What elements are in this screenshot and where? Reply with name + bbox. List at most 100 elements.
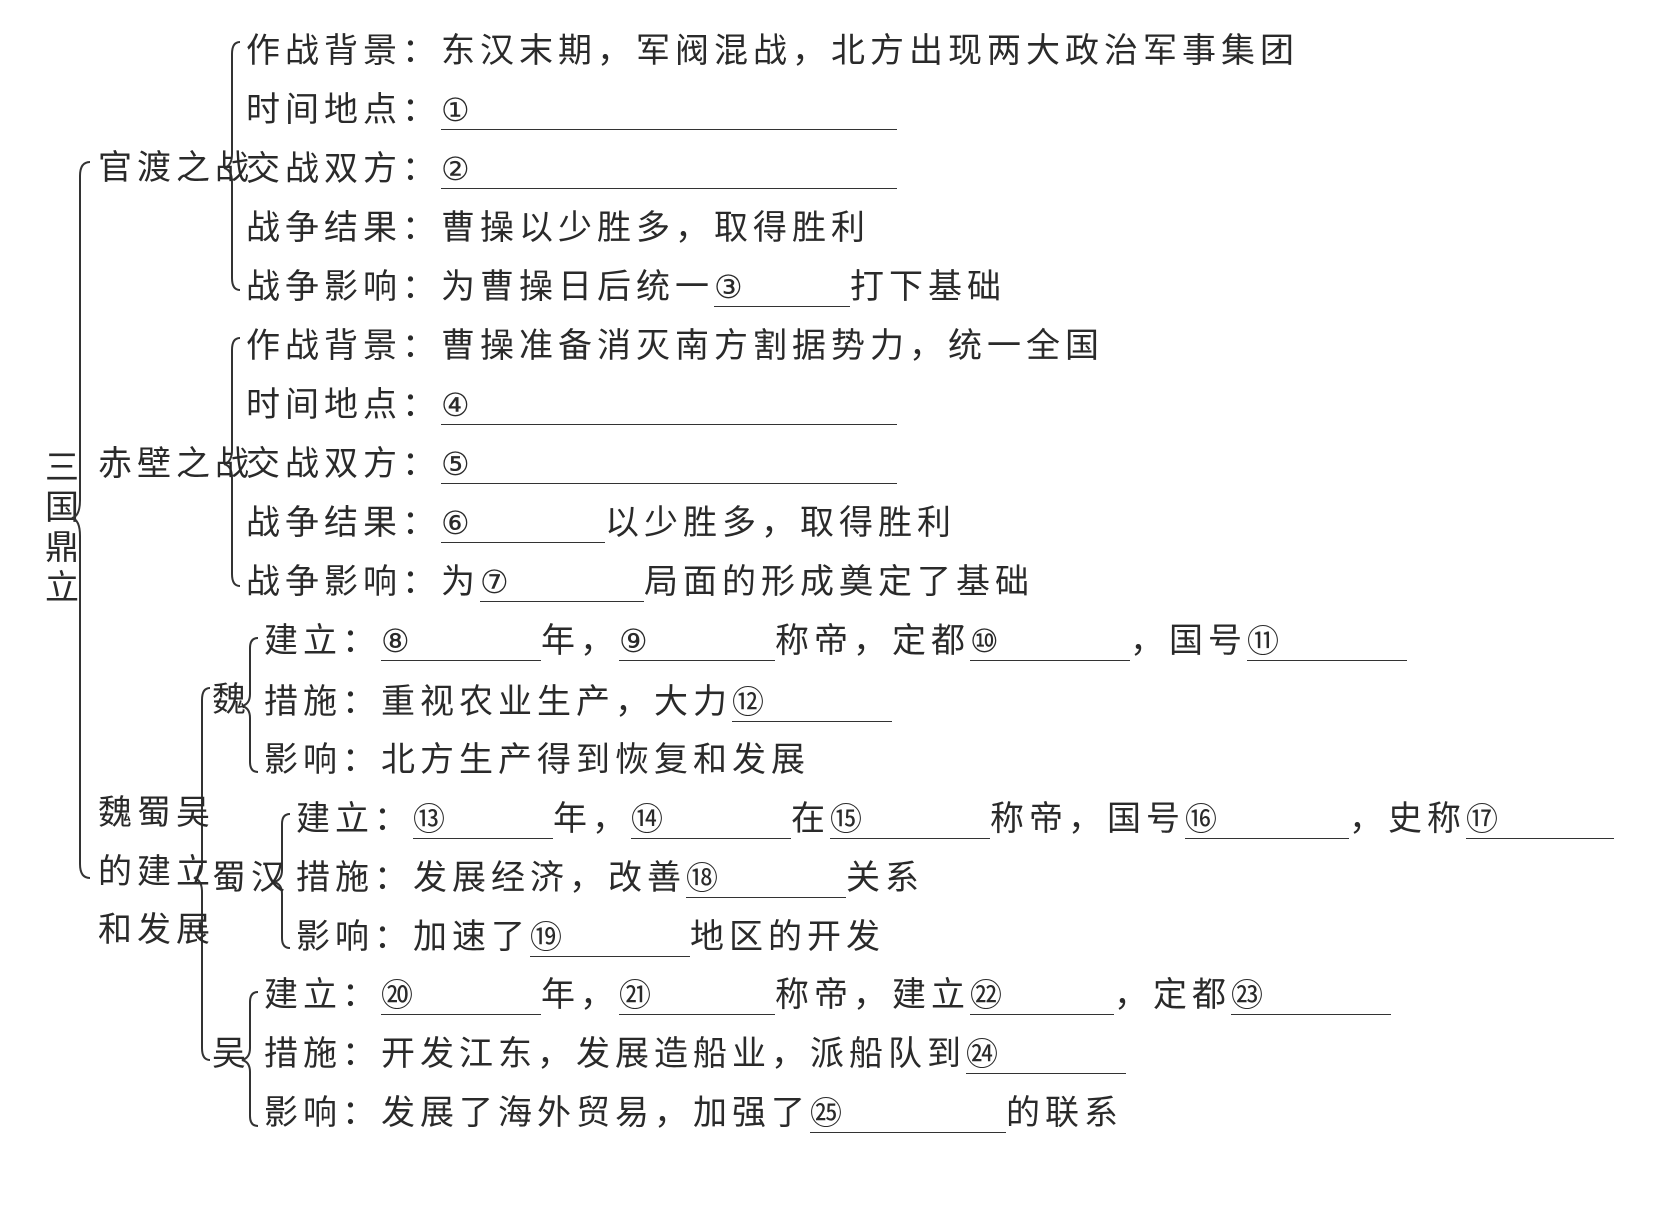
chibi-brace <box>223 337 241 587</box>
blank-3[interactable]: ③ <box>714 267 850 307</box>
blank-number: ⑱ <box>686 859 719 897</box>
wu-measure-row: 措施：开发江东，发展造船业，派船队到㉔ <box>264 1034 1126 1074</box>
blank-24[interactable]: ㉔ <box>966 1034 1126 1074</box>
blank-number: ⑯ <box>1185 800 1218 838</box>
chibi-background-row: 作战背景：曹操准备消灭南方割据势力，统一全国 <box>246 326 1104 366</box>
chibi-impact-post: 局面的形成奠定了基础 <box>644 562 1034 602</box>
blank-number: ⑲ <box>530 918 563 956</box>
blank-10[interactable]: ⑩ <box>970 621 1130 661</box>
guandu-brace <box>223 41 241 291</box>
blank-17[interactable]: ⑰ <box>1466 799 1614 839</box>
guandu-sides-row: 交战双方：② <box>246 149 897 189</box>
blank-19[interactable]: ⑲ <box>530 917 690 957</box>
shu-shicheng: ，史称 <box>1349 799 1466 839</box>
wei-measure-label: 措施： <box>264 682 381 722</box>
chibi-result-post: 以少胜多，取得胜利 <box>605 503 956 543</box>
root-brace <box>71 161 91 879</box>
blank-number: ⑳ <box>381 976 414 1014</box>
blank-15[interactable]: ⑮ <box>830 799 990 839</box>
blank-number: ① <box>441 91 470 129</box>
blank-number: ㉒ <box>970 976 1003 1014</box>
wu-year: 年， <box>541 975 619 1015</box>
chibi-impact-pre: 为 <box>441 562 480 602</box>
blank-18[interactable]: ⑱ <box>686 858 846 898</box>
blank-number: ㉕ <box>810 1094 843 1132</box>
guandu-result-label: 战争结果： <box>246 208 441 248</box>
wei-brace <box>241 637 259 773</box>
blank-8[interactable]: ⑧ <box>381 621 541 661</box>
wu-brace <box>241 991 259 1127</box>
wsw-title-line-3: 和发展 <box>98 910 215 950</box>
wei-measure-pre: 重视农业生产，大力 <box>381 682 732 722</box>
shu-name: 蜀汉 <box>212 858 290 898</box>
wu-dingdu: ，定都 <box>1114 975 1231 1015</box>
blank-25[interactable]: ㉕ <box>810 1093 1006 1133</box>
blank-7[interactable]: ⑦ <box>480 562 644 602</box>
blank-22[interactable]: ㉒ <box>970 975 1114 1015</box>
chibi-time-label: 时间地点： <box>246 385 441 425</box>
blank-16[interactable]: ⑯ <box>1185 799 1349 839</box>
shu-impact-pre: 加速了 <box>413 917 530 957</box>
blank-14[interactable]: ⑭ <box>631 799 791 839</box>
wu-measure-pre: 开发江东，发展造船业，派船队到 <box>381 1034 966 1074</box>
shu-year: 年， <box>553 799 631 839</box>
blank-number: ③ <box>714 268 743 306</box>
blank-21[interactable]: ㉑ <box>619 975 775 1015</box>
blank-20[interactable]: ⑳ <box>381 975 541 1015</box>
shu-impact-post: 地区的开发 <box>690 917 885 957</box>
wu-measure-label: 措施： <box>264 1034 381 1074</box>
blank-1[interactable]: ① <box>441 90 897 130</box>
blank-12[interactable]: ⑫ <box>732 682 892 722</box>
blank-number: ⑥ <box>441 504 470 542</box>
blank-4[interactable]: ④ <box>441 385 897 425</box>
wei-comma: ， <box>1130 621 1169 661</box>
blank-number: ⑭ <box>631 800 664 838</box>
blank-number: ⑤ <box>441 445 470 483</box>
shu-zai: 在 <box>791 799 830 839</box>
blank-number: ⑧ <box>381 622 410 660</box>
wu-name: 吴 <box>212 1034 251 1074</box>
shu-establish-label: 建立： <box>296 799 413 839</box>
chibi-sides-label: 交战双方： <box>246 444 441 484</box>
guandu-time-label: 时间地点： <box>246 90 441 130</box>
blank-9[interactable]: ⑨ <box>619 621 775 661</box>
wei-impact-text: 北方生产得到恢复和发展 <box>381 740 810 780</box>
chibi-background-label: 作战背景： <box>246 326 441 366</box>
guandu-result-row: 战争结果：曹操以少胜多，取得胜利 <box>246 208 870 248</box>
blank-number: ⑩ <box>970 622 999 660</box>
blank-number: ④ <box>441 386 470 424</box>
blank-number: ㉑ <box>619 976 652 1014</box>
guandu-background-label: 作战背景： <box>246 31 441 71</box>
blank-number: ⑬ <box>413 800 446 838</box>
wei-guohao: 国号 <box>1169 621 1247 661</box>
wei-establish-label: 建立： <box>264 621 381 661</box>
wu-establish-label: 建立： <box>264 975 381 1015</box>
blank-23[interactable]: ㉓ <box>1231 975 1391 1015</box>
wu-impact-post: 的联系 <box>1006 1093 1123 1133</box>
blank-2[interactable]: ② <box>441 149 897 189</box>
blank-number: ㉓ <box>1231 976 1264 1014</box>
blank-13[interactable]: ⑬ <box>413 799 553 839</box>
wsw-title-line-2: 的建立 <box>98 852 215 892</box>
shu-measure-label: 措施： <box>296 858 413 898</box>
blank-11[interactable]: ⑪ <box>1247 621 1407 661</box>
shu-guohao: 国号 <box>1107 799 1185 839</box>
wu-impact-pre: 发展了海外贸易，加强了 <box>381 1093 810 1133</box>
blank-number: ⑰ <box>1466 800 1499 838</box>
guandu-result-text: 曹操以少胜多，取得胜利 <box>441 208 870 248</box>
shu-measure-post: 关系 <box>846 858 924 898</box>
guandu-background-row: 作战背景：东汉末期，军阀混战，北方出现两大政治军事集团 <box>246 31 1299 71</box>
blank-5[interactable]: ⑤ <box>441 444 897 484</box>
shu-brace <box>273 813 291 949</box>
shu-measure-pre: 发展经济，改善 <box>413 858 686 898</box>
chibi-sides-row: 交战双方：⑤ <box>246 444 897 484</box>
blank-6[interactable]: ⑥ <box>441 503 605 543</box>
guandu-title: 官渡之战 <box>98 148 254 188</box>
